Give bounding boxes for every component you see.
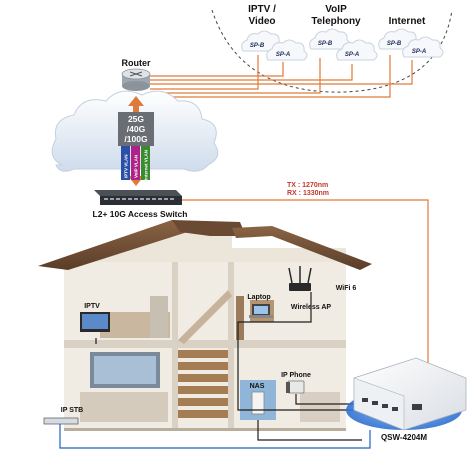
wifi-label: WiFi 6 — [336, 285, 357, 292]
ip-phone-label: IP Phone — [281, 372, 311, 379]
cloud-icon — [309, 28, 378, 61]
router-service-links — [150, 55, 413, 98]
service-iptv-video: IPTV / Video SP-B SP-A — [241, 4, 308, 61]
sp-b-label: SP-B — [318, 41, 333, 47]
uplink-speed-box: 25G /40G /100G — [118, 112, 154, 146]
ip-stb-label: IP STB — [61, 407, 83, 414]
vlan-stripes: IPTV VLAN VoIP VLAN Internet VLAN — [121, 146, 150, 180]
router-label: Router — [122, 58, 151, 68]
nas-label: NAS — [250, 383, 265, 390]
fiber-link: TX : 1270nm RX : 1330nm — [182, 182, 429, 368]
ip-stb: IP STB — [43, 407, 83, 425]
iptv-label: IPTV — [84, 303, 100, 310]
service-title-line1: IPTV / — [248, 4, 276, 15]
vlan-label-voip: VoIP VLAN — [134, 155, 139, 178]
nas: NAS — [250, 383, 265, 415]
nas-icon — [251, 391, 265, 415]
uplink-speed-line1: 25G — [128, 114, 144, 124]
phone-icon — [286, 380, 305, 394]
service-voip-telephony: VoIP Telephony SP-B SP-A — [309, 4, 378, 61]
wifi-router-icon — [288, 266, 312, 291]
sp-b-label: SP-B — [387, 41, 402, 47]
laptop-label: Laptop — [247, 294, 270, 301]
service-internet: Internet SP-B SP-A — [378, 16, 444, 58]
cloud-icon — [241, 30, 308, 61]
service-title: Internet — [389, 16, 426, 27]
service-title-line2: Video — [248, 16, 275, 27]
vlan-label-iptv: IPTV VLAN — [124, 154, 129, 178]
device-label: QSW-4204M — [381, 433, 427, 442]
service-title-line2: Telephony — [311, 16, 361, 27]
router: Router — [122, 58, 151, 91]
access-switch: L2+ 10G Access Switch — [93, 190, 188, 219]
cloud-icon — [378, 28, 444, 58]
iptv-tv: IPTV — [84, 303, 100, 310]
ip-phone: IP Phone — [281, 372, 311, 394]
vlan-label-internet: Internet VLAN — [144, 150, 149, 180]
laptop: Laptop — [247, 294, 273, 318]
uplink-speed-line3: /100G — [124, 134, 148, 144]
home-cabling — [59, 292, 371, 449]
stb-icon — [43, 417, 79, 425]
house — [38, 220, 372, 431]
sp-a-label: SP-A — [276, 52, 290, 58]
sp-a-label: SP-A — [412, 49, 426, 55]
sp-a-label: SP-A — [345, 52, 359, 58]
uplink-speed-line2: /40G — [127, 124, 146, 134]
qsw-4204m: QSW-4204M — [346, 357, 467, 442]
service-title-line1: VoIP — [325, 4, 347, 15]
fiber-tx-label: TX : 1270nm — [287, 182, 328, 189]
laptop-icon — [249, 304, 273, 318]
switch-label: L2+ 10G Access Switch — [93, 209, 188, 219]
sp-b-label: SP-B — [250, 43, 265, 49]
router-icon — [121, 68, 151, 91]
fiber-rx-label: RX : 1330nm — [287, 190, 329, 197]
